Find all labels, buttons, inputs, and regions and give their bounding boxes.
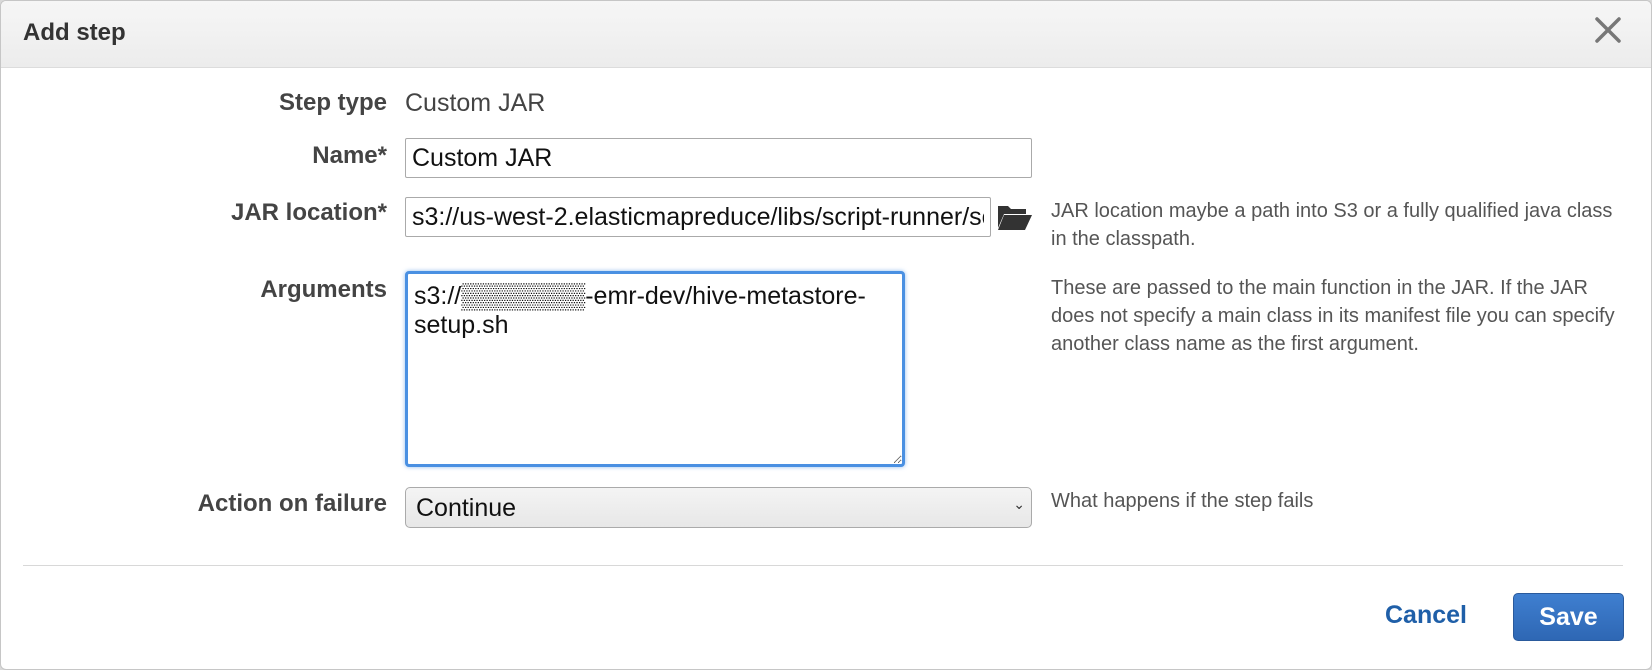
jar-location-label: JAR location* [230,199,387,226]
jar-location-help: JAR location maybe a path into S3 or a f… [1051,200,1613,250]
folder-open-icon[interactable] [995,201,1033,233]
action-on-failure-help: What happens if the step fails [1051,490,1314,512]
dialog-header: Add step [1,1,1651,68]
close-icon[interactable] [1591,13,1625,47]
action-on-failure-label: Action on failure [197,490,387,517]
step-type-label: Step type [278,89,387,116]
arguments-textarea[interactable]: s3://▒▒▒▒▒▒▒-emr-dev/hive-metastore-setu… [405,271,905,467]
jar-location-input[interactable] [405,197,991,237]
dialog-title: Add step [23,19,126,46]
name-label: Name* [312,142,387,169]
chevron-down-icon: ⌄ [1013,496,1025,512]
footer-divider [23,565,1623,566]
step-type-value: Custom JAR [405,89,546,117]
action-on-failure-value: Continue [416,494,517,522]
save-button[interactable]: Save [1513,593,1624,641]
cancel-button[interactable]: Cancel [1385,601,1467,629]
action-on-failure-select[interactable]: Continue ⌄ [405,487,1032,528]
arguments-label: Arguments [260,276,387,303]
name-input[interactable] [405,138,1032,178]
arguments-help: These are passed to the main function in… [1051,277,1615,355]
